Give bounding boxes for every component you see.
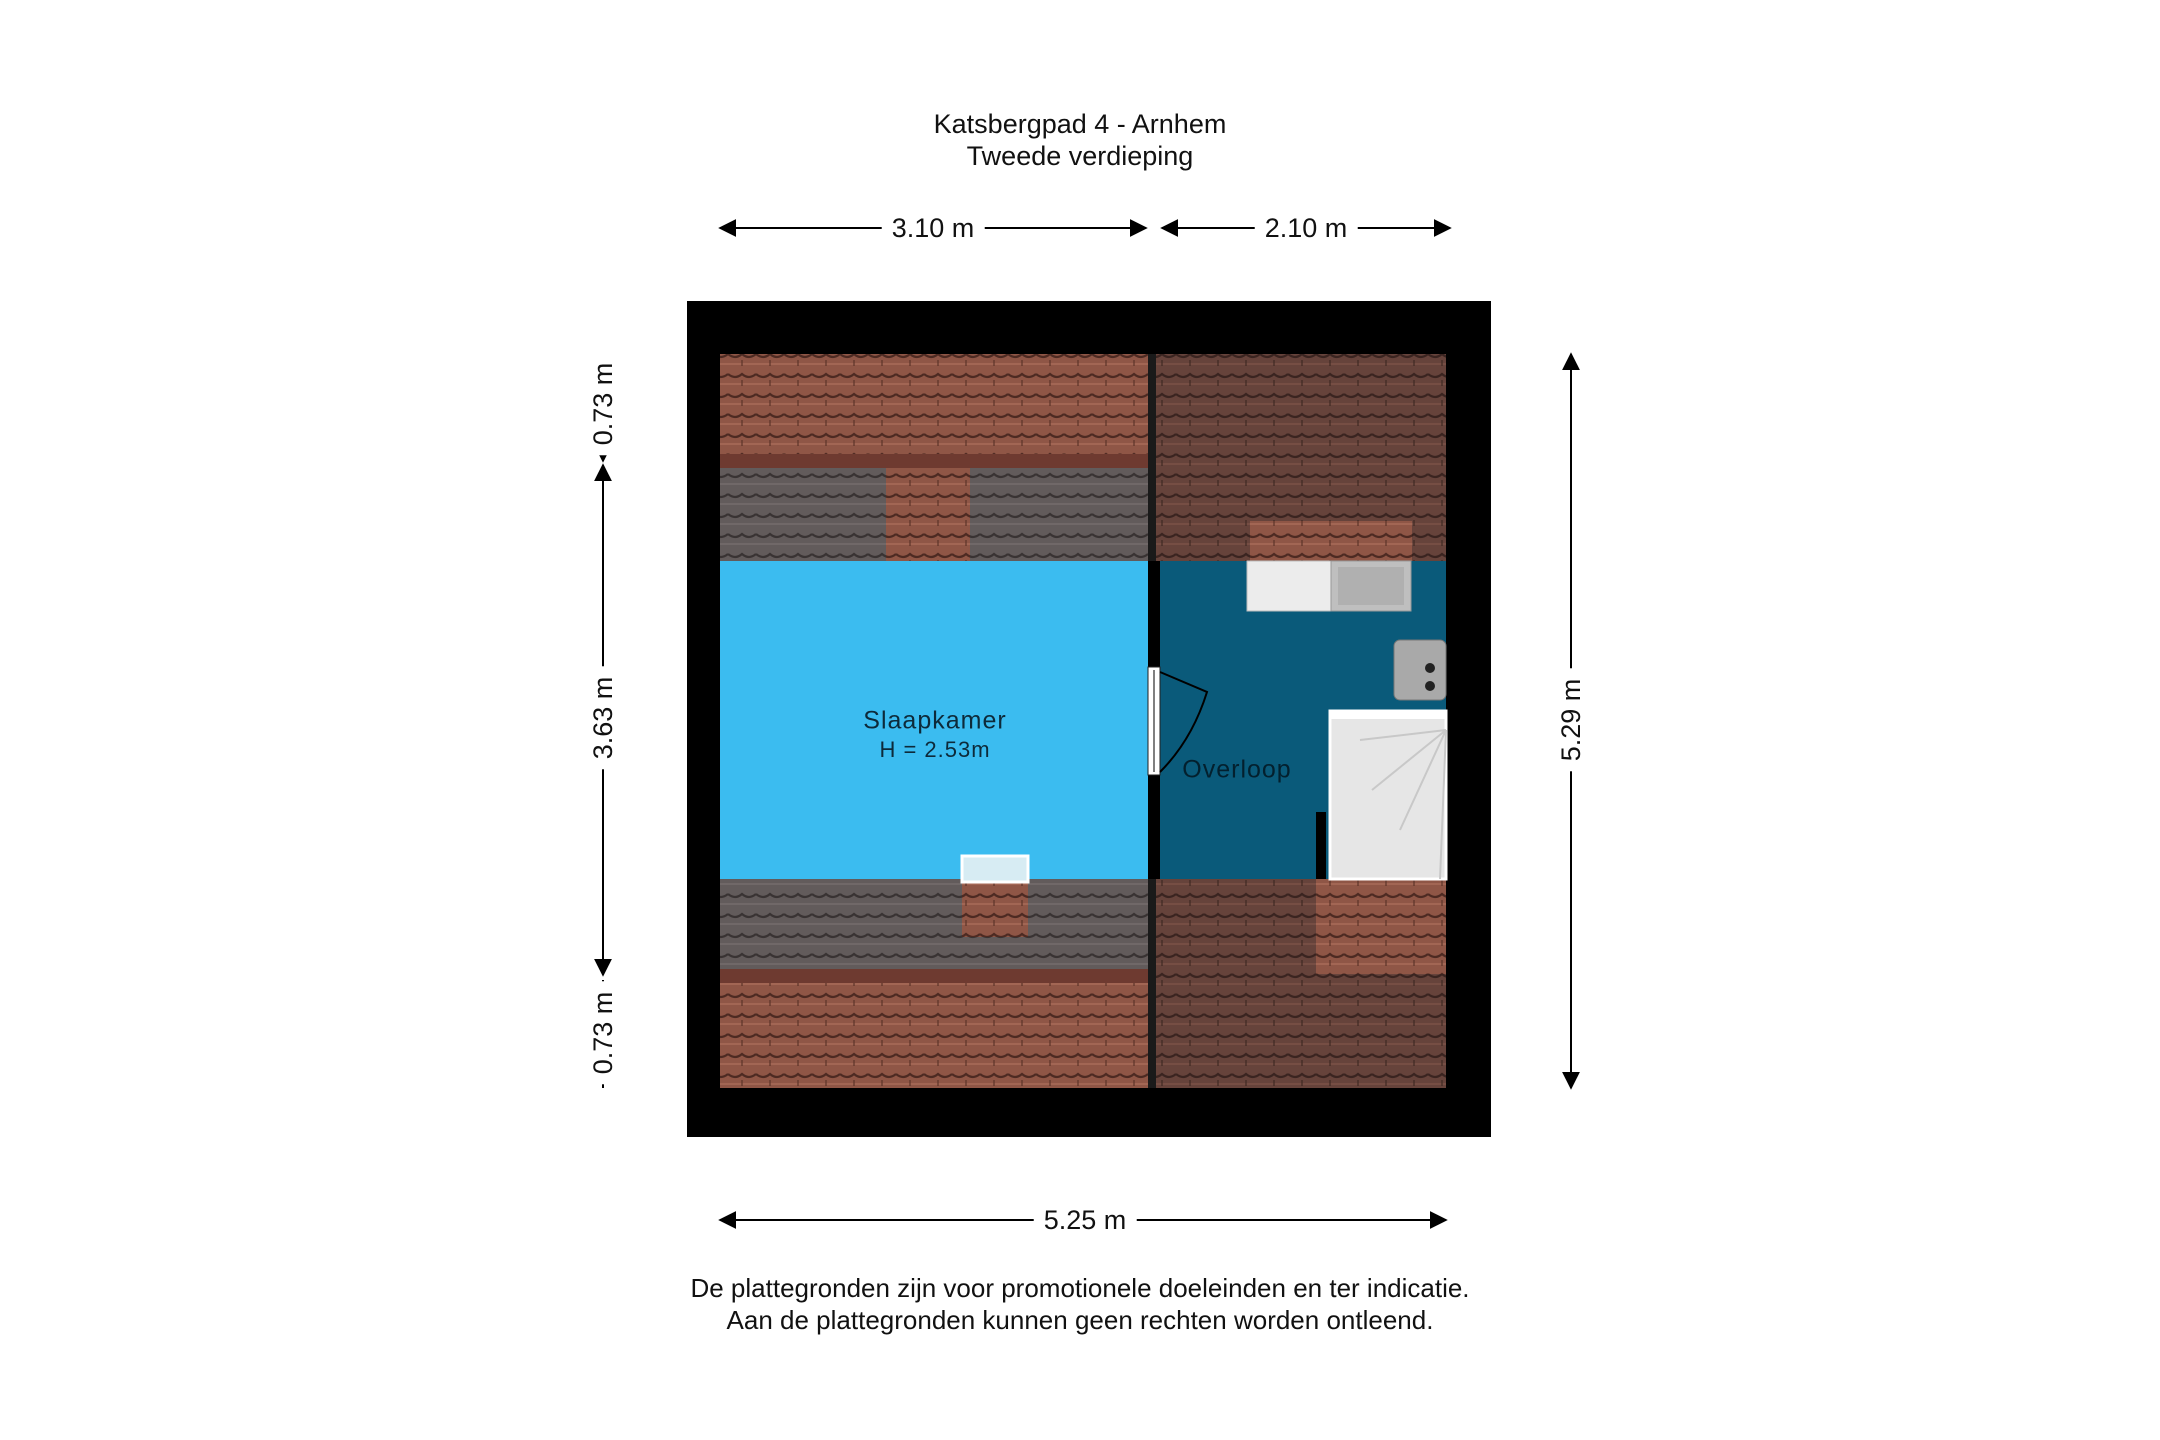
room-height-slaapkamer: H = 2.53m	[879, 737, 991, 762]
room-label-overloop: Overloop	[1182, 755, 1292, 784]
dimension-bottom: 5.25 m	[1033, 1205, 1137, 1235]
dimension-left-bottom: 0.73 m	[588, 981, 618, 1085]
plan-title-floor: Tweede verdieping	[966, 141, 1194, 171]
room-slaapkamer	[720, 561, 1148, 879]
dimension-top-right: 2.10 m	[1254, 213, 1358, 243]
boiler	[1393, 639, 1447, 701]
stair-rail	[1316, 812, 1326, 879]
plan-title-address: Katsbergpad 4 - Arnhem	[933, 109, 1227, 139]
dormer-window-left	[886, 468, 970, 561]
disclaimer-line-1: De plattegronden zijn voor promotionele …	[690, 1273, 1470, 1303]
dimension-left-middle: 3.63 m	[588, 666, 618, 770]
roof-top-left	[720, 354, 1148, 454]
disclaimer-line-2: Aan de plattegronden kunnen geen rechten…	[726, 1305, 1434, 1335]
roof-ridge-bottom-left	[720, 969, 1148, 983]
dimension-top-left: 3.10 m	[881, 213, 985, 243]
roof-ridge-left	[720, 454, 1148, 468]
roof-hatch-bottom-right	[1316, 879, 1446, 974]
dimension-left-top: 0.73 m	[588, 352, 618, 456]
staircase	[1328, 709, 1448, 881]
roof-bottom-left	[720, 879, 1148, 969]
door-swing	[1159, 671, 1209, 773]
dimension-right-total: 5.29 m	[1556, 668, 1586, 772]
skylight-tiles	[962, 879, 1028, 937]
washing-machine	[1246, 560, 1332, 612]
roof-base-left	[720, 983, 1148, 1088]
room-label-slaapkamer: Slaapkamer	[863, 706, 1007, 735]
skylight	[960, 854, 1030, 884]
roof-hatch-top-right	[1250, 521, 1412, 561]
